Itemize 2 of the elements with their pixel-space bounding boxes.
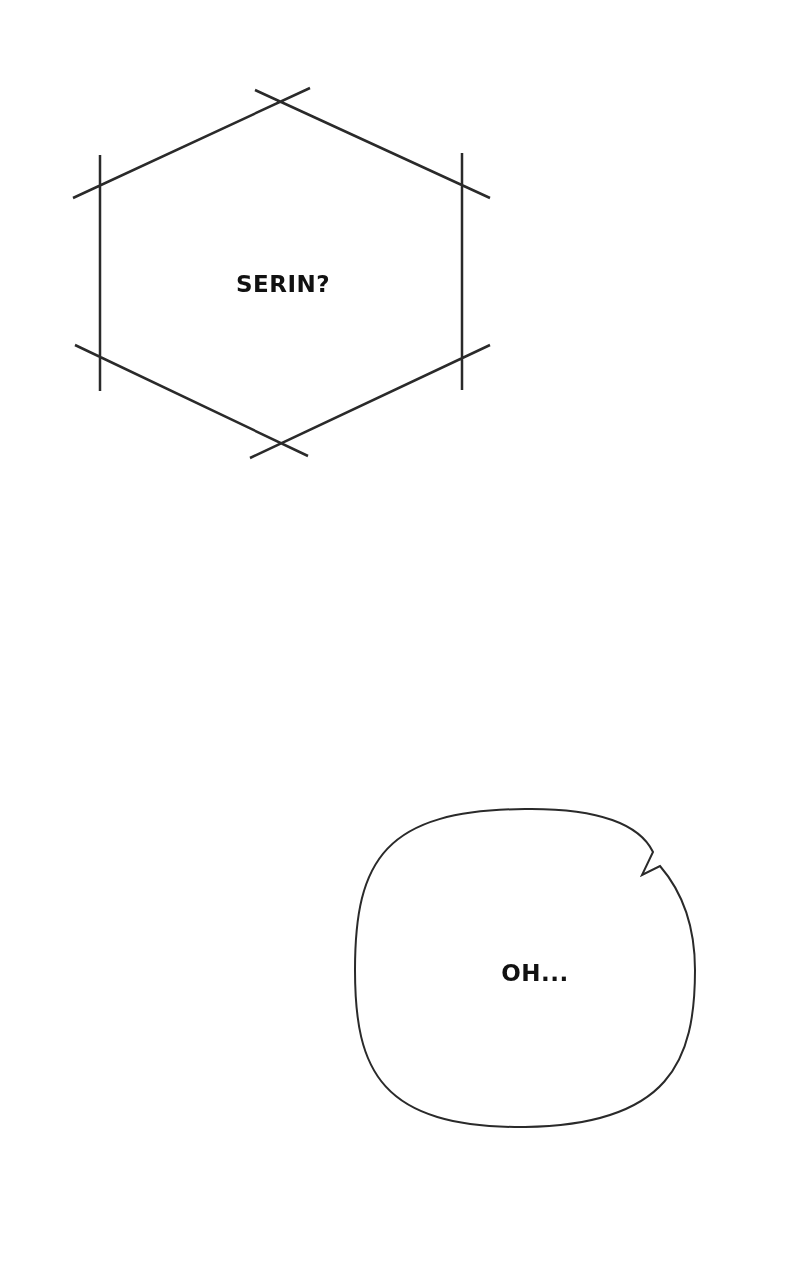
dialogue-text: OH... (501, 960, 569, 986)
dialogue-text: SERIN? (235, 271, 331, 297)
